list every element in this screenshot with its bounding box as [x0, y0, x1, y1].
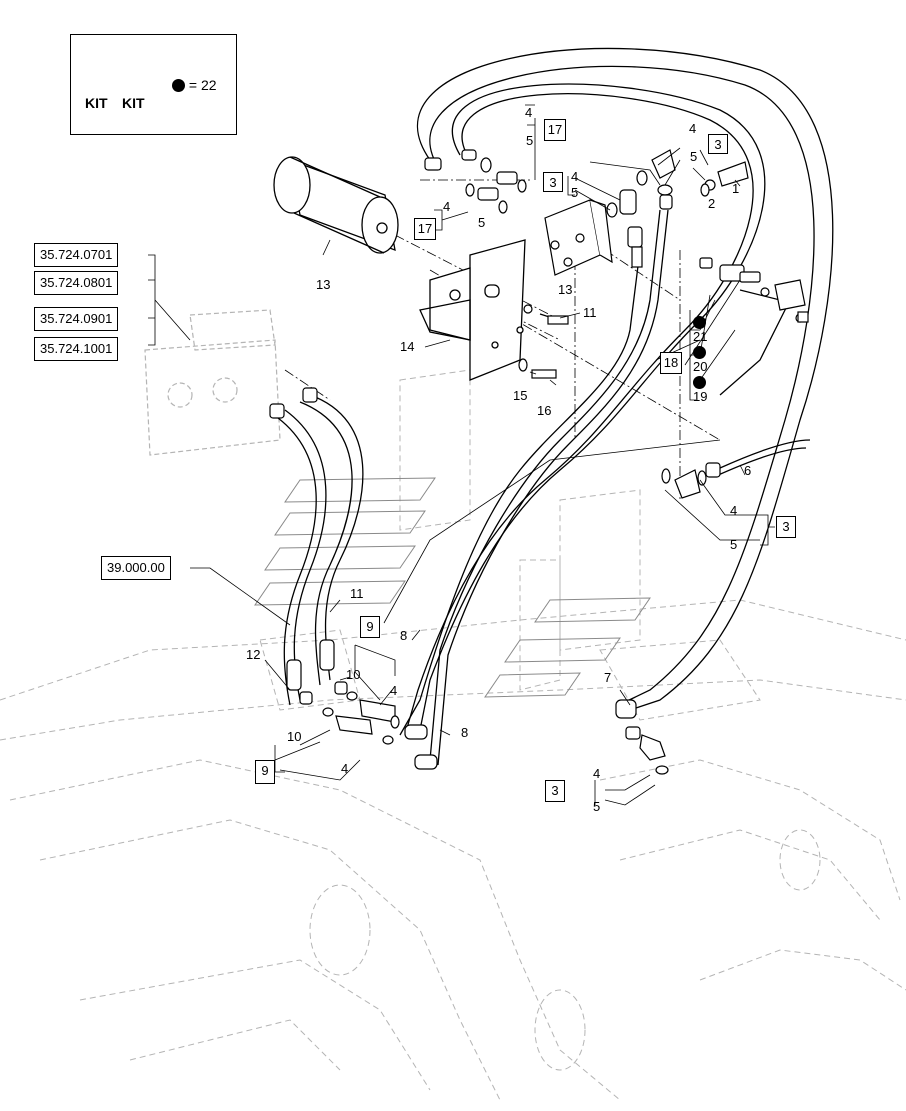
boxed-callout-9-center: 9: [360, 616, 380, 638]
fittings: [269, 149, 809, 775]
callout-8: 8: [461, 725, 469, 740]
ref-35-724-0901[interactable]: 35.724.0901: [34, 307, 119, 331]
callout-4: 4: [730, 503, 738, 518]
kit-badge-left: KIT: [85, 95, 108, 111]
boxed-callout-17-top: 17: [544, 119, 566, 141]
callout-14: 14: [400, 339, 415, 354]
callout-20: 20: [693, 346, 707, 374]
kit-dot-icon: [693, 316, 706, 329]
callout-8: 8: [400, 628, 408, 643]
callout-2: 2: [708, 196, 716, 211]
callout-4: 4: [571, 169, 579, 184]
callout-5: 5: [478, 215, 486, 230]
callout-4: 4: [341, 761, 349, 776]
callout-5: 5: [571, 185, 579, 200]
kit-legend-value: = 22: [188, 77, 217, 93]
callout-4: 4: [593, 766, 601, 781]
callout-11: 11: [583, 305, 597, 320]
callout-7: 7: [604, 670, 612, 685]
kit-legend-box: [70, 34, 237, 135]
callout-10: 10: [287, 729, 302, 744]
background-chassis-outline: [0, 369, 906, 1101]
kit-dot-icon: [693, 346, 706, 359]
callout-5: 5: [593, 799, 601, 814]
callout-5: 5: [526, 133, 534, 148]
callout-4: 4: [390, 683, 398, 698]
boxed-callout-18: 18: [660, 352, 682, 374]
callout-5: 5: [690, 149, 698, 164]
callout-12: 12: [246, 647, 261, 662]
callout-21: 21: [693, 316, 707, 344]
kit-legend: = 22: [172, 78, 217, 92]
boxed-callout-3-mid: 3: [543, 172, 563, 192]
control-valve-outline: [144, 309, 281, 456]
callout-13: 13: [558, 282, 573, 297]
callout-16: 16: [537, 403, 552, 418]
callout-11: 11: [350, 586, 364, 601]
boxed-callout-3-top-right: 3: [708, 134, 728, 154]
callout-13: 13: [316, 277, 331, 292]
kit-dot-icon: [172, 79, 185, 92]
ghost-plates: [254, 477, 651, 698]
boxed-callout-9-left: 9: [255, 760, 275, 784]
ref-35-724-1001[interactable]: 35.724.1001: [34, 337, 119, 361]
bracket: [419, 239, 526, 381]
callout-6: 6: [744, 463, 752, 478]
boxed-callout-3-right: 3: [776, 516, 796, 538]
callout-15: 15: [513, 388, 528, 403]
ref-35-724-0701[interactable]: 35.724.0701: [34, 243, 119, 267]
callout-4: 4: [443, 199, 451, 214]
kit-dot-icon: [693, 376, 706, 389]
callout-10: 10: [346, 667, 361, 682]
callout-4: 4: [689, 121, 697, 136]
callout-5: 5: [730, 537, 738, 552]
boxed-callout-17-mid: 17: [414, 218, 436, 240]
hoses: [277, 47, 834, 766]
ref-39-000-00[interactable]: 39.000.00: [101, 556, 171, 580]
boxed-callout-3-bottom: 3: [545, 780, 565, 802]
callout-4: 4: [525, 105, 533, 120]
callout-1: 1: [732, 181, 740, 196]
accumulator: [273, 156, 399, 254]
kit-badge-right: KIT: [122, 95, 145, 111]
ref-35-724-0801[interactable]: 35.724.0801: [34, 271, 119, 295]
leader-lines: [148, 104, 775, 806]
callout-19: 19: [693, 376, 707, 404]
